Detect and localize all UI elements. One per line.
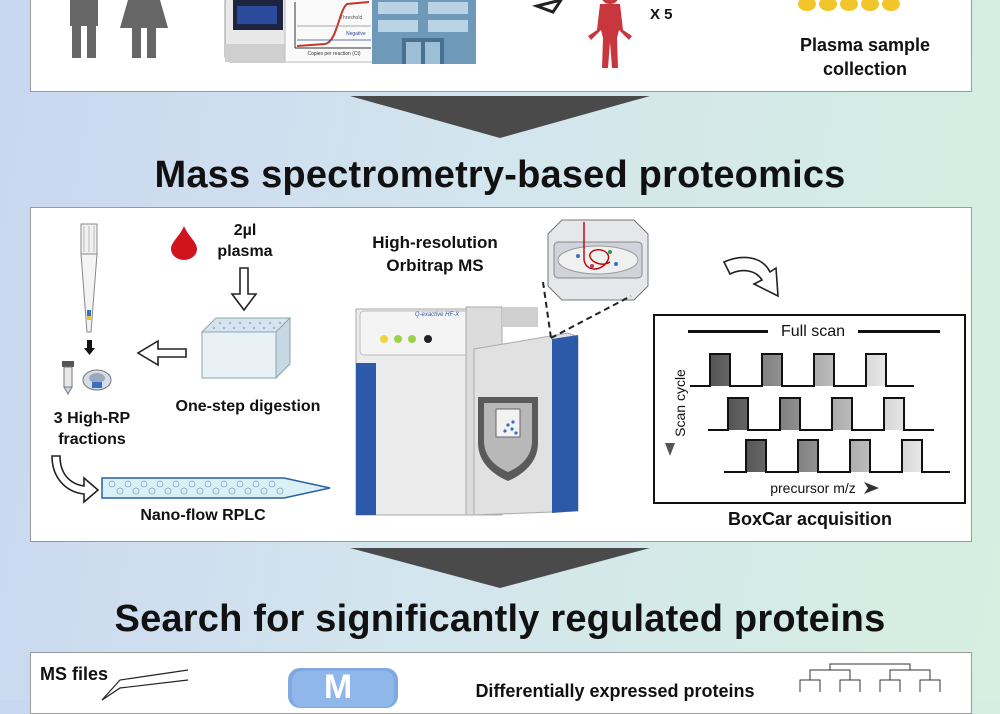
down-arrow-1: [350, 96, 650, 138]
ms-files-stack-icon: [101, 669, 189, 701]
centrifuge-icon: [82, 369, 112, 391]
down-arrow-small: [84, 340, 95, 355]
pcr-axis-label: Copies per reaction (Ct): [307, 51, 361, 57]
arrow-icon: [531, 0, 563, 14]
orbitrap-cell-icon: [547, 219, 649, 301]
mass-spectrometer-icon: [355, 306, 579, 516]
boxcar-label: BoxCar acquisition: [727, 509, 893, 529]
plasma-tubes-icon: [798, 0, 900, 11]
search-section-title: Search for significantly regulated prote…: [114, 598, 886, 640]
precursor-arrow-icon: [864, 482, 879, 494]
digestion-label: One-step digestion: [175, 398, 321, 415]
diff-expressed-label: Differentially expressed proteins: [475, 681, 755, 701]
tube-icon: [62, 361, 74, 396]
down-arrow-2: [350, 548, 650, 588]
sample-collection-panel: [30, 0, 972, 92]
pcr-negative-label: Negative: [346, 31, 366, 37]
plasma-amount-label: 2µl plasma: [217, 222, 273, 260]
orbitrap-label: High-resolution Orbitrap MS: [372, 233, 498, 275]
ms-section-title: Mass spectrometry-based proteomics: [154, 154, 846, 196]
curved-arrow-boxcar: [722, 256, 779, 298]
full-scan-label: Full scan: [780, 323, 846, 340]
multiplier-label: X 5: [650, 6, 673, 23]
rplc-column-icon: [101, 477, 331, 499]
well-plate-icon: [200, 316, 292, 380]
full-scan-line-left: [688, 330, 768, 333]
full-scan-line-right: [858, 330, 940, 333]
fractions-label: 3 High-RP fractions: [53, 410, 131, 448]
maxquant-letter: M: [323, 668, 353, 706]
scan-cycle-label: Scan cycle: [672, 369, 688, 437]
people-icon: [70, 0, 168, 58]
boxcar-diagram: [653, 314, 966, 504]
precursor-label: precursor m/z: [770, 480, 856, 496]
pcr-threshold-label: Threshold: [340, 15, 363, 21]
maxquant-logo-icon: [288, 668, 398, 708]
dashed-connector: [542, 281, 632, 339]
dendrogram-icon: [799, 663, 941, 692]
pcr-machine-icon: [224, 0, 296, 63]
down-arrow-outline: [230, 267, 258, 312]
pipette-tip-icon: [80, 223, 98, 333]
rplc-label: Nano-flow RPLC: [140, 507, 266, 524]
blood-drop-icon: [171, 226, 197, 260]
hospital-building-icon: [372, 0, 476, 64]
boxcar-scans: [690, 353, 950, 473]
instrument-brand-label: Q-exactive HF-X: [414, 312, 460, 318]
left-arrow-outline: [136, 339, 187, 367]
ms-files-label: MS files: [40, 664, 109, 684]
human-body-icon: [588, 0, 632, 68]
plasma-collection-label: Plasma sample collection: [799, 35, 931, 79]
scan-cycle-arrow-icon: [665, 443, 675, 456]
curved-arrow-icon: [51, 455, 100, 504]
